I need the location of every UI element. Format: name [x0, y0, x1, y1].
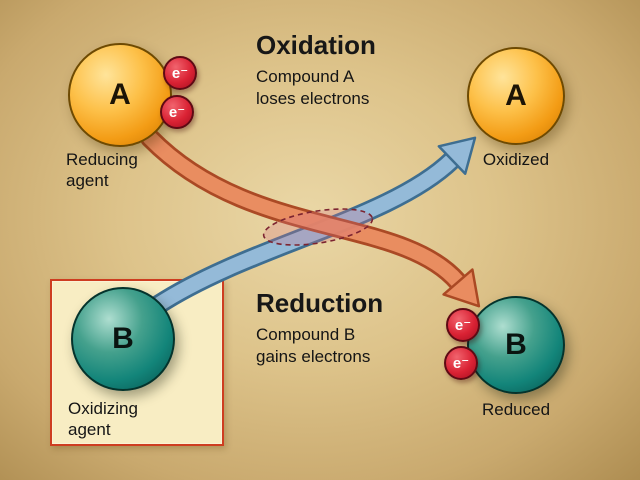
- orange-arrow-a-to-b: [140, 128, 481, 308]
- caption-line: Reducing: [66, 150, 138, 169]
- electron-icon: e⁻: [163, 56, 197, 90]
- electron-icon: e⁻: [444, 346, 478, 380]
- electron-label: e⁻: [171, 65, 189, 82]
- reduced-b-label: B: [505, 328, 527, 361]
- electron-icon: e⁻: [160, 95, 194, 129]
- electron-label: e⁻: [452, 355, 470, 372]
- electron-label: e⁻: [168, 104, 186, 121]
- orange-arrowhead-icon: [442, 268, 481, 308]
- blue-arrowhead-icon: [437, 136, 477, 175]
- oxidized-a-sphere: A: [467, 47, 565, 145]
- reduction-description: Compound B gains electrons: [256, 324, 370, 368]
- desc-line: Compound A: [256, 67, 355, 86]
- desc-line: gains electrons: [256, 347, 371, 366]
- caption-line: Reduced: [481, 400, 551, 419]
- oxidized-a-label: A: [505, 79, 527, 112]
- oxidizing-agent-caption: Oxidizing agent: [68, 398, 138, 440]
- reduction-title: Reduction: [256, 288, 384, 318]
- caption-line: agent: [66, 171, 109, 190]
- caption-line: agent: [68, 420, 111, 439]
- oxidation-title: Oxidation: [256, 30, 376, 60]
- compound-a-label: A: [109, 78, 131, 111]
- reducing-agent-caption: Reducing agent: [66, 149, 138, 191]
- desc-line: Compound B: [256, 325, 356, 344]
- electron-label: e⁻: [454, 317, 472, 334]
- compound-a-sphere: A: [68, 43, 172, 147]
- reduced-b-sphere: B: [467, 296, 565, 394]
- electron-icon: e⁻: [446, 308, 480, 342]
- desc-line: loses electrons: [256, 89, 370, 108]
- compound-b-label: B: [112, 322, 134, 355]
- reduced-caption: Reduced: [467, 399, 565, 420]
- caption-line: Oxidized: [482, 150, 550, 169]
- oxidation-description: Compound A loses electrons: [256, 66, 369, 110]
- oxidized-caption: Oxidized: [467, 149, 565, 170]
- overlap-ellipse: [262, 208, 374, 246]
- compound-b-sphere: B: [71, 287, 175, 391]
- caption-line: Oxidizing: [68, 399, 138, 418]
